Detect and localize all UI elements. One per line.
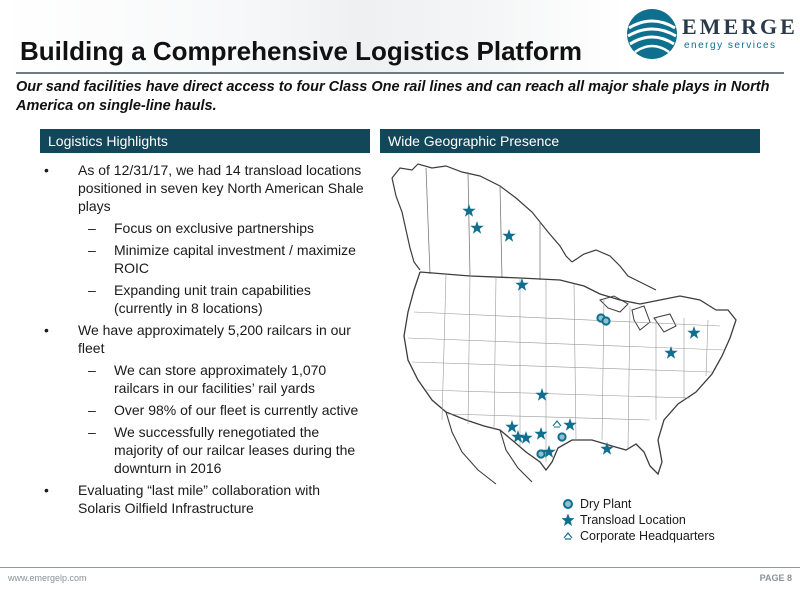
- transload-location-marker: [515, 278, 529, 291]
- transload-location-marker: [687, 326, 701, 339]
- canada-outline: [391, 163, 573, 263]
- transload-location-marker: [462, 204, 476, 217]
- great-lakes: [599, 295, 677, 333]
- list-item: –Expanding unit train capabilities (curr…: [88, 282, 311, 316]
- transload-location-marker: [505, 420, 519, 433]
- corporate-headquarters-marker: [552, 420, 562, 428]
- list-item: •We have approximately 5,200 railcars in…: [44, 322, 351, 356]
- geographic-presence-header: Wide Geographic Presence: [380, 129, 760, 153]
- legend-transload: Transload Location: [556, 512, 715, 528]
- legend-hq: Corporate Headquarters: [556, 528, 715, 544]
- list-item: •As of 12/31/17, we had 14 transload loc…: [44, 162, 364, 214]
- list-item: –Focus on exclusive partnerships: [88, 220, 314, 236]
- transload-location-marker: [563, 418, 577, 431]
- transload-location-marker: [519, 431, 533, 444]
- star-icon: [556, 513, 580, 527]
- transload-location-marker: [600, 442, 614, 455]
- page-title: Building a Comprehensive Logistics Platf…: [20, 36, 582, 66]
- dry-plant-marker: [601, 316, 611, 326]
- us-outline: [403, 271, 737, 476]
- logo-globe-icon: [627, 9, 677, 59]
- transload-location-marker: [542, 445, 556, 458]
- mexico-outline: [445, 411, 533, 485]
- canada-coast-west: [391, 177, 421, 271]
- us-canada-border: [419, 271, 717, 311]
- dry-plant-marker: [536, 449, 546, 459]
- transload-location-marker: [535, 388, 549, 401]
- state-lines: [407, 273, 725, 462]
- footer-url: www.emergelp.com: [8, 573, 87, 583]
- highlights-list: •As of 12/31/17, we had 14 transload loc…: [44, 161, 364, 521]
- list-item: –Minimize capital investment / maximize …: [88, 242, 356, 276]
- logistics-highlights-header: Logistics Highlights: [40, 129, 370, 153]
- list-item: –Over 98% of our fleet is currently acti…: [88, 402, 359, 418]
- hudson-shore: [571, 249, 657, 291]
- map-legend: Dry Plant Transload Location Corporate H…: [556, 496, 715, 544]
- logo-tagline: energy services: [684, 40, 777, 51]
- headquarters-icon: [556, 530, 580, 542]
- list-item: •Evaluating “last mile” collaboration wi…: [44, 482, 320, 516]
- transload-location-marker: [534, 427, 548, 440]
- dry-plant-marker: [557, 432, 567, 442]
- transload-location-marker: [470, 221, 484, 234]
- province-lines: [425, 167, 541, 280]
- transload-location-marker: [502, 229, 516, 242]
- list-item: –We can store approximately 1,070 railca…: [88, 362, 327, 396]
- logo-wordmark: EMERGE: [682, 14, 798, 39]
- emerge-logo: EMERGE energy services: [626, 6, 795, 62]
- transload-location-marker: [511, 430, 525, 443]
- dry-plant-icon: [556, 498, 580, 510]
- legend-dry-plant: Dry Plant: [556, 496, 715, 512]
- north-america-map: [391, 163, 737, 485]
- transload-location-marker: [664, 346, 678, 359]
- title-divider: [16, 72, 784, 74]
- page-subtitle: Our sand facilities have direct access t…: [16, 79, 770, 114]
- page-number: PAGE 8: [759, 573, 792, 583]
- footer-divider: [0, 567, 800, 568]
- list-item: –We successfully renegotiated the majori…: [88, 424, 356, 476]
